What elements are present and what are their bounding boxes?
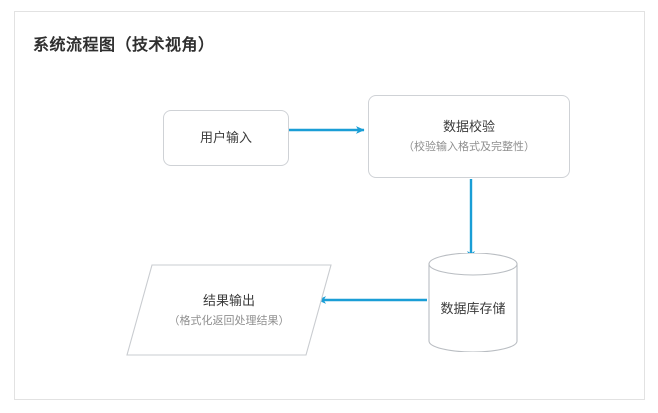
flow-node-validate-sublabel: （校验输入格式及完整性） (403, 141, 535, 153)
flow-node-output[interactable]: 结果输出 （格式化返回处理结果） (126, 264, 332, 356)
diagram-panel (14, 11, 645, 400)
flow-node-database[interactable]: 数据库存储 (428, 253, 518, 352)
flow-node-validate-label: 数据校验 (442, 119, 495, 134)
page-title: 系统流程图（技术视角） (33, 37, 215, 54)
flow-node-input[interactable]: 用户输入 (163, 110, 289, 166)
flow-node-output-text: 结果输出 （格式化返回处理结果） (126, 264, 332, 356)
flow-node-output-label: 结果输出 (202, 292, 255, 308)
flow-node-database-label: 数据库存储 (440, 301, 506, 316)
parallelogram-shape-icon (126, 264, 332, 356)
flow-node-output-sublabel: （格式化返回处理结果） (168, 314, 290, 327)
flow-node-validate[interactable]: 数据校验 （校验输入格式及完整性） (368, 95, 570, 178)
flow-node-input-label: 用户输入 (199, 130, 252, 145)
cylinder-shape-icon (428, 253, 518, 352)
